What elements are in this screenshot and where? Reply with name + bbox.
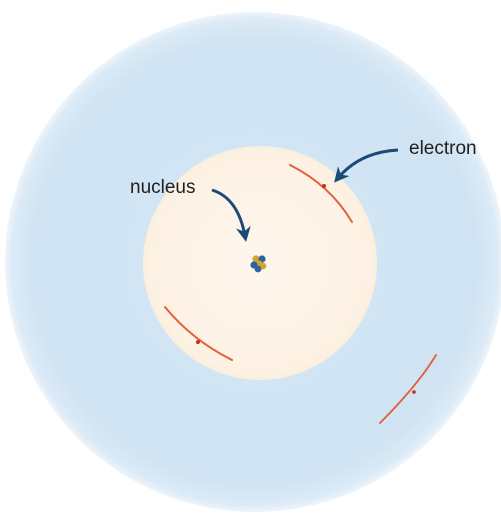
- nucleus-arrow: [211, 188, 251, 242]
- electron-label: electron: [409, 138, 477, 159]
- electron-outer: [379, 354, 437, 424]
- nucleus-icon: [250, 255, 267, 273]
- nucleus-label: nucleus: [130, 177, 196, 198]
- electron-lower-left: [164, 306, 233, 361]
- electron-arrow: [334, 148, 399, 183]
- electron-upper-right: [289, 164, 353, 223]
